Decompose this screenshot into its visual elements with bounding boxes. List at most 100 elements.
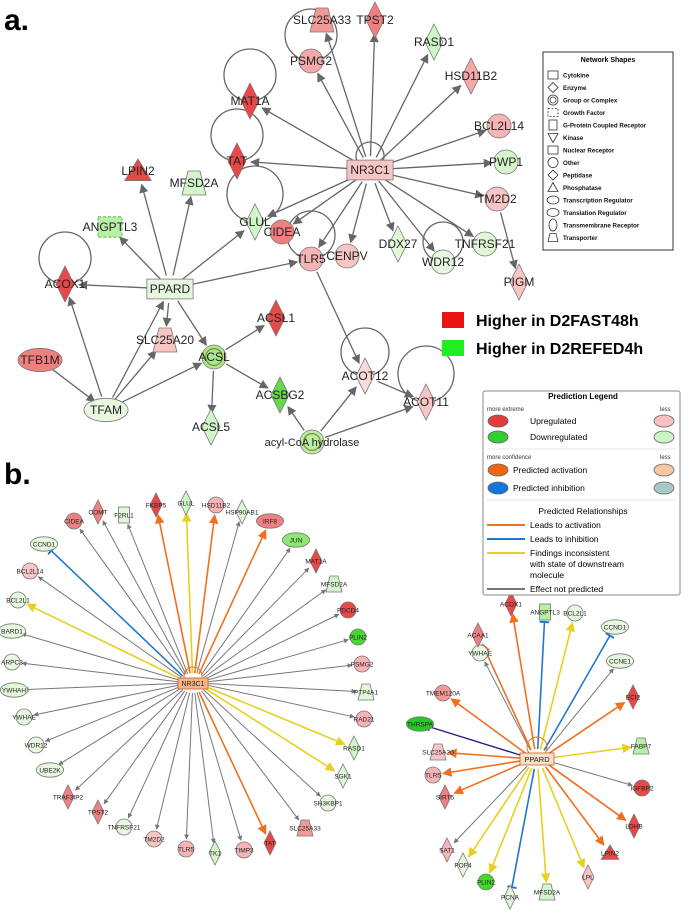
node-a-acsl5[interactable]: ACSL5 [192,408,230,446]
nr3c1-target-node-f2rl1[interactable]: F2RL1 [114,506,134,524]
ppard-target-node-sirt5[interactable]: SIRT5 [436,784,455,810]
ppard-target-node-fabp7[interactable]: FABP7 [631,737,652,755]
nr3c1-target-node-bcl2l1[interactable]: BCL2L1 [6,591,30,609]
nr3c1-target-node-plin2[interactable]: PLIN2 [349,628,367,646]
nr3c1-target-node-timp3[interactable]: TIMP3 [234,841,254,859]
nr3c1-target-node-irf8[interactable]: IRF8 [255,513,284,529]
nr3c1-target-node-hsp90ab1[interactable]: HSP90AB1 [226,499,259,525]
nr3c1-target-node-ywhah[interactable]: YWHAH [0,682,28,698]
ppard-target-node-bcl2l1[interactable]: BCL2L1 [563,604,587,622]
node-a-slc25a20[interactable]: SLC25A20 [136,327,194,353]
node-a-lpin2[interactable]: LPIN2 [121,158,155,182]
ppard-target-node-ccnd1[interactable]: CCND1 [601,619,630,635]
node-a-cenpv[interactable]: CENPV [326,243,368,269]
node-a-acox1[interactable]: ACOX1 [45,265,86,303]
ppard-target-node-slc25a20[interactable]: SLC25A20 [422,743,454,761]
downregulated-light-swatch [653,430,675,444]
nr3c1-target-node-slc25a33[interactable]: SLC25A33 [289,819,321,837]
nr3c1-target-node-rasd1[interactable]: RASD1 [343,735,365,761]
nr3c1-target-node-jun[interactable]: JUN [281,532,310,548]
nr3c1-target-node-tnfrsf21[interactable]: TNFRSF21 [108,818,141,836]
node-a-tlr5[interactable]: TLR5 [296,246,326,272]
ppard-target-node-pop4[interactable]: POP4 [454,852,472,878]
node-a-tm2d2[interactable]: TM2D2 [477,186,517,212]
nr3c1-target-node-mat1a[interactable]: MAT1A [305,548,327,574]
ppard-target-node-ldhb[interactable]: LDHB [625,813,643,839]
node-a-psmg2[interactable]: PSMG2 [290,48,332,74]
nr3c1-hub-node[interactable]: NR3C1 [177,666,209,690]
nr3c1-target-node-tlr5[interactable]: TLR5 [177,840,195,858]
nr3c1-target-node-glul[interactable]: GLUL [178,490,195,516]
node-a-hsd11b2[interactable]: HSD11B2 [445,57,498,95]
nr3c1-target-node-tm2d2[interactable]: TM2D2 [143,830,165,848]
nr3c1-target-node-wdr12[interactable]: WDR12 [25,736,48,754]
ppard-hub-node[interactable]: PPARD [519,736,555,766]
ppard-target-node-thrspa[interactable]: THRSPA [405,716,434,732]
nr3c1-target-node-ptp4a1[interactable]: PTP4A1 [354,683,379,701]
node-a-bcl2l14[interactable]: BCL2L14 [474,113,524,139]
node-a-ppard[interactable]: PPARD [146,278,194,300]
node-a-angptl3[interactable]: ANGPTL3 [83,216,138,238]
ppard-target-node-angptl3[interactable]: ANGPTL3 [530,603,560,621]
node-a-tnfrsf21[interactable]: TNFRSF21 [455,231,516,257]
nr3c1-target-node-fkbp5[interactable]: FKBP5 [146,492,167,518]
nr3c1-target-node-tat[interactable]: TAT [263,830,277,856]
ppard-target-node-eci2[interactable]: ECI2 [626,684,641,710]
node-a-ddx27[interactable]: DDX27 [379,225,418,263]
ppard-target-node-pcna[interactable]: PCNA [501,884,520,910]
nr3c1-target-node-sgk1[interactable]: SGK1 [334,763,352,789]
nr3c1-target-node-pdcd4[interactable]: PDCD4 [337,601,359,619]
nr3c1-target-node-comt[interactable]: COMT [88,499,108,525]
ppard-hub-label: PPARD [524,755,550,764]
ppard-target-node-acox1[interactable]: ACOX1 [500,591,522,617]
node-a-acot11[interactable]: ACOT11 [403,383,449,421]
node-a-pwp1[interactable]: PWP1 [489,149,523,175]
ppard-target-node-igfbp2[interactable]: IGFBP2 [630,779,654,797]
node-a-mfsd2a[interactable]: MFSD2A [170,170,219,196]
nr3c1-target-node-hsd11b2[interactable]: HSD11B2 [202,496,231,514]
node-a-nr3c1[interactable]: NR3C1 [346,159,394,181]
nr3c1-target-edge-slc25a33 [201,690,300,821]
ppard-target-node-tlr5[interactable]: TLR5 [424,766,442,784]
ppard-target-node-plin2[interactable]: PLIN2 [477,873,495,891]
node-a-acot12[interactable]: ACOT12 [342,357,389,395]
ppard-target-node-sat1[interactable]: SAT1 [439,837,455,863]
nr3c1-target-node-traf3ip2[interactable]: TRAF3IP2 [53,784,84,810]
nr3c1-target-node-psmg2[interactable]: PSMG2 [351,655,374,673]
nr3c1-target-node-ube2k[interactable]: UBE2K [36,762,65,778]
nr3c1-target-node-sgk1-shape [336,763,350,789]
node-a-slc25a33[interactable]: SLC25A33 [293,7,351,33]
ppard-target-node-ccne1[interactable]: CCNE1 [606,653,635,669]
nr3c1-target-node-bard1[interactable]: BARD1 [0,623,26,639]
ppard-target-node-mfsd2a[interactable]: MFSD2A [534,883,561,901]
nr3c1-target-node-bcl2l14[interactable]: BCL2L14 [16,562,44,580]
node-a-wdr12[interactable]: WDR12 [422,249,464,275]
nr3c1-target-node-arpc3[interactable]: ARPC3 [1,653,23,671]
node-a-acsl[interactable]: ACSL [198,344,230,370]
node-a-acyl[interactable]: acyl-CoA hydrolase [265,429,360,455]
nr3c1-target-node-cidea[interactable]: CIDEA [64,512,85,530]
node-a-glul[interactable]: GLUL [239,203,271,241]
node-a-mat1a[interactable]: MAT1A [230,82,270,120]
node-a-acsbg2[interactable]: ACSBG2 [256,376,305,414]
node-a-acsl1[interactable]: ACSL1 [257,299,295,337]
node-a-cidea[interactable]: CIDEA [264,219,301,245]
node-a-tfb1m[interactable]: TFB1M [17,347,63,373]
nr3c1-target-node-ccnd1[interactable]: CCND1 [29,536,59,552]
nr3c1-target-node-mfsd2a[interactable]: MFSD2A [321,575,348,593]
node-a-pigm[interactable]: PIGM [504,263,535,301]
node-a-tat[interactable]: TAT [227,142,249,180]
nr3c1-target-node-sh3kbp1[interactable]: SH3KBP1 [313,794,343,812]
nr3c1-target-node-rad21[interactable]: RAD21 [354,710,375,728]
node-a-tpst2[interactable]: TPST2 [356,1,394,39]
node-a-tfam[interactable]: TFAM [83,397,129,423]
nr3c1-target-node-tpst2[interactable]: TPST2 [88,799,109,825]
nr3c1-target-node-ywhae[interactable]: YWHAE [12,708,37,726]
node-a-rasd1[interactable]: RASD1 [414,23,454,61]
ppard-target-node-ywhae[interactable]: YWHAE [468,644,493,662]
ppard-target-node-acaa1[interactable]: ACAA1 [467,622,489,648]
ppard-target-node-lpin2[interactable]: LPIN2 [600,844,620,860]
nr3c1-target-node-tk1[interactable]: TK1 [208,840,222,866]
ppard-target-node-lpl[interactable]: LPL [581,864,595,890]
ppard-target-node-tmem120a[interactable]: TMEM120A [426,684,461,702]
